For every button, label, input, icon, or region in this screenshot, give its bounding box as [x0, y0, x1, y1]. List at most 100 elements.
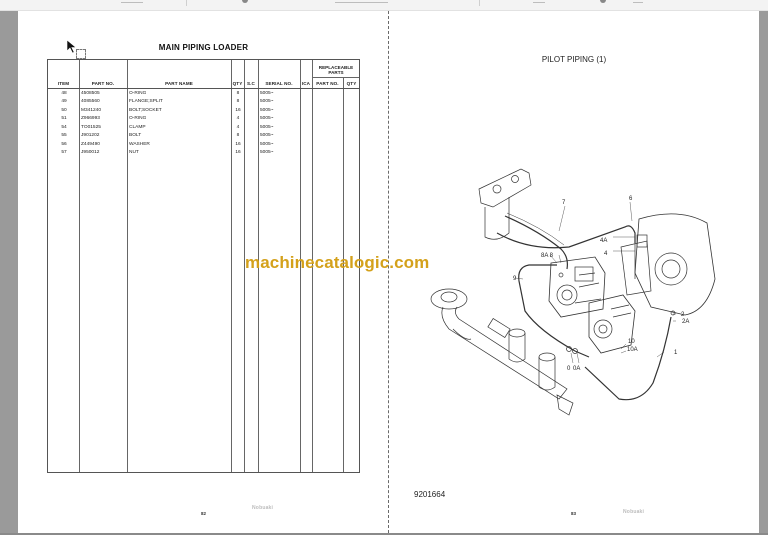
cell-part-no: M341240: [81, 107, 102, 113]
cell-part-no: J901202: [81, 133, 100, 138]
header-repl-part-no: PART NO.: [316, 81, 339, 86]
toolbar-icon[interactable]: [600, 0, 606, 3]
table-row: 50 M341240 BOLT;SOCKET 16 5005~: [48, 107, 359, 115]
callout-10a: 10A: [627, 347, 638, 353]
header-divider: [48, 88, 359, 89]
cell-serial-no: 5005~: [260, 124, 274, 130]
cell-qty: 16: [235, 150, 241, 155]
leader-7: [558, 205, 566, 232]
cell-part-name: O-RING: [129, 116, 147, 121]
toolbar-control[interactable]: [533, 2, 545, 3]
callout-8a-8: 8A 8: [541, 253, 554, 259]
cell-qty: 4: [236, 116, 240, 121]
header-ica: ICA: [301, 81, 311, 86]
cell-qty: 8: [236, 133, 240, 138]
cell-part-name: BOLT;SOCKET: [129, 107, 162, 113]
header-serial-no: SERIAL NO.: [265, 81, 293, 86]
cell-serial-no: 5005~: [260, 116, 274, 121]
header-sc: S.C: [247, 81, 255, 86]
column-divider: [258, 60, 259, 472]
table-row: 57 J950012 NUT 16 5005~: [48, 149, 359, 157]
viewer-scrollbar[interactable]: [759, 11, 768, 533]
cell-part-name: BOLT: [129, 133, 142, 138]
column-divider: [79, 60, 80, 472]
viewer-bottom-edge: [0, 533, 768, 535]
cell-serial-no: 5005~: [260, 141, 274, 147]
callout-2a: 2A: [682, 319, 689, 325]
toolbar-control[interactable]: [335, 2, 388, 3]
footer-brand: Nobuaki: [252, 505, 274, 511]
cell-part-name: FLANGE;SPLIT: [129, 99, 163, 104]
page-title: MAIN PIPING LOADER: [158, 43, 249, 52]
cell-serial-no: 5005~: [260, 99, 274, 104]
cell-serial-no: 5005~: [260, 91, 274, 96]
cell-qty: 16: [235, 141, 241, 147]
cell-part-no: TO01525: [81, 124, 101, 130]
table-row: 54 TO01525 CLAMP 4 5005~: [48, 124, 359, 132]
toolbar-control[interactable]: [121, 2, 143, 3]
figure-number: 9201664: [414, 490, 446, 499]
cell-part-name: O-RING: [129, 91, 147, 96]
column-divider: [312, 60, 313, 472]
header-replaceable-parts: REPLACEABLE PARTS: [318, 65, 354, 75]
cell-part-name: CLAMP: [129, 124, 146, 130]
table-row: 55 J901202 BOLT 8 5005~: [48, 132, 359, 140]
parts-table: ITEM PART NO. PART NAME QTY S.C SERIAL N…: [47, 59, 360, 473]
callout-6: 6: [629, 196, 633, 202]
left-page: MAIN PIPING LOADER ITEM PART NO. PART NA…: [18, 11, 389, 533]
cell-qty: 4: [236, 124, 240, 130]
viewer-toolbar: [0, 0, 768, 11]
pilot-piping-diagram: 7 6 4A 4 8A 8 9 2 2A 10 10A 1 0 0A: [430, 168, 716, 416]
header-part-name: PART NAME: [165, 81, 193, 86]
callout-7: 7: [562, 200, 566, 206]
cell-item: 56: [61, 141, 67, 147]
header-item: ITEM: [57, 81, 70, 86]
column-divider: [231, 60, 232, 472]
filter-head: [478, 168, 532, 208]
cell-part-no: J950012: [81, 150, 100, 155]
toolbar-icon[interactable]: [242, 0, 248, 3]
mouse-pointer-icon: [66, 39, 77, 54]
header-qty: QTY: [232, 81, 243, 86]
watermark-text: machinecatalogic.com: [245, 253, 430, 272]
table-row: 51 Z966993 O-RING 4 5005~: [48, 115, 359, 123]
callout-9: 9: [513, 276, 517, 282]
column-divider: [127, 60, 128, 472]
toolbar-separator: [479, 0, 480, 6]
cell-part-name: NUT: [129, 150, 139, 155]
toolbar-separator: [186, 0, 187, 6]
callout-4a: 4A: [600, 238, 607, 244]
cell-item: 54: [61, 124, 67, 130]
cell-item: 49: [61, 99, 67, 104]
cell-qty: 8: [236, 99, 240, 104]
cell-part-no: Z449490: [81, 141, 100, 147]
column-divider: [244, 60, 245, 472]
callout-0: 0: [567, 366, 571, 372]
header-part-no: PART NO.: [91, 81, 115, 86]
header-repl-qty: QTY: [346, 81, 357, 86]
cell-part-name: WASHER: [129, 141, 150, 147]
header-divider: [312, 77, 359, 78]
cell-serial-no: 5005~: [260, 150, 274, 155]
cell-item: 50: [61, 107, 67, 113]
callout-1: 1: [674, 350, 678, 356]
callout-10: 10: [628, 339, 635, 345]
selection-marquee: [76, 49, 86, 59]
table-row: 56 Z449490 WASHER 16 5005~: [48, 141, 359, 149]
cell-item: 51: [61, 116, 67, 121]
callout-2: 2: [681, 312, 685, 318]
column-divider: [343, 77, 344, 472]
table-row: 49 4085560 FLANGE;SPLIT 8 5005~: [48, 98, 359, 106]
cell-item: 55: [61, 133, 67, 138]
column-divider: [300, 60, 301, 472]
cell-serial-no: 5005~: [260, 107, 274, 113]
viewer-left-margin: [0, 11, 17, 533]
page-number: 82: [201, 511, 207, 516]
right-page: PILOT PIPING (1): [389, 11, 759, 533]
footer-brand: Nobuaki: [623, 509, 645, 515]
cell-qty: 16: [235, 107, 241, 113]
toolbar-control[interactable]: [633, 2, 643, 3]
callout-0a: 0A: [573, 366, 580, 372]
page-title: PILOT PIPING (1): [541, 55, 607, 64]
cell-part-no: Z966993: [81, 116, 100, 121]
